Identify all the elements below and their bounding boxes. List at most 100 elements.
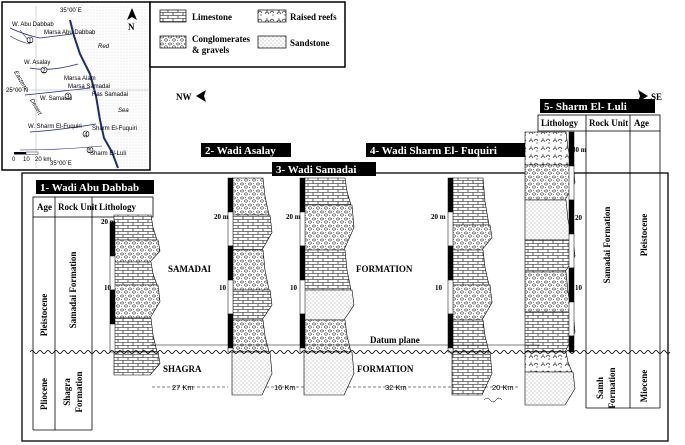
layer-s2-5 [231, 351, 273, 396]
section-title-asalay: 2- Wadi Asalay [205, 145, 276, 157]
unconformity-line [29, 350, 671, 354]
tick-s5-10: 10 [575, 284, 583, 292]
direction-nw: NW [176, 92, 192, 102]
wadi-abu-dabbab-line [9, 27, 73, 39]
lithologic-columns [109, 131, 576, 406]
left-unit-shagra-formation: Formation [74, 372, 84, 413]
north-arrow-icon [127, 8, 137, 20]
layer-s3-5 [303, 351, 355, 396]
section-title-abu-dabbab: 1- Wadi Abu Dabbab [40, 182, 139, 194]
layer-s5-1 [524, 164, 576, 201]
scale-bar-s5 [568, 165, 575, 201]
legend-raised-reefs-label: Raised reefs [290, 12, 337, 22]
lithology-legend: Limestone Raised reefs Conglomerates & g… [159, 9, 337, 55]
label-formation-lower: FORMATION [357, 364, 414, 374]
left-unit-samadai: Samadai Formation [68, 252, 78, 329]
layer-s4-4 [451, 319, 490, 353]
layer-s3-0 [303, 177, 352, 206]
distance-2: 16 Km [274, 383, 296, 392]
scale-bar-s5 [568, 199, 575, 235]
site-number-3: 3 [66, 94, 70, 100]
right-age-miocene: Miocene [639, 370, 649, 402]
layer-s1-3 [113, 284, 161, 319]
scale-bar-s3 [299, 347, 306, 353]
datum-plane-label: Datum plane [370, 335, 420, 345]
scale-bar-s3 [299, 245, 306, 281]
layer-s5-7 [524, 371, 576, 406]
layer-s3-3 [303, 289, 355, 321]
layer-s4-5 [451, 351, 493, 396]
scale-label-10: 10 [23, 157, 30, 163]
scale-bar-s2 [227, 245, 234, 281]
layer-s4-1 [451, 224, 493, 251]
scale-bar-s3 [299, 313, 306, 349]
layer-s4-0 [451, 177, 490, 226]
location-map: N 35°00´E 35°00´E 25°00´N Red Sea Easter… [1, 1, 346, 171]
left-stratigraphy-table: Age Rock Unit Lithology Pleistocene Plio… [32, 196, 154, 431]
legend-raised-reefs-swatch [257, 9, 287, 23]
layer-s5-3 [524, 239, 576, 273]
distance-markers: 27 Km 16 Km 32 Km 20 Km [152, 383, 520, 403]
legend-limestone-swatch [159, 9, 187, 23]
scale-bar-s3 [299, 211, 306, 247]
tick-s3-20m: 20 m [286, 213, 301, 221]
layer-s1-5 [113, 351, 161, 376]
right-unit-samh: Samh [595, 377, 605, 399]
scale-bar-s5 [568, 335, 575, 353]
layer-s1-1 [113, 239, 161, 263]
section-title-fuquiri: 4- Wadi Sharm El- Fuquiri [370, 145, 497, 157]
scale-bar-s4 [447, 313, 454, 349]
tick-s4-20m: 20 m [431, 213, 446, 221]
left-header-lithology: Lithology [99, 202, 137, 212]
scale-bar-s1 [109, 289, 116, 325]
tick-s5-30m: 30 m [572, 146, 587, 154]
scale-bar-s1 [109, 323, 116, 353]
map-place-w-sharm-el-fuquiri: W. Sharm El-Fuquiri [28, 124, 82, 130]
tick-s1-20m: 20 m [101, 218, 116, 226]
red-sea-area [70, 6, 148, 168]
scale-label-0: 0 [12, 157, 16, 163]
north-label: N [128, 22, 135, 32]
right-unit-samadai: Samadai Formation [602, 207, 612, 284]
label-samadai: SAMADAI [168, 264, 211, 274]
map-place-w-samadai: W. Samadai [40, 96, 72, 102]
layer-s4-3 [451, 284, 493, 321]
legend-gravels-label: & gravels [192, 45, 230, 55]
map-place-marsa-samadai: Marsa Samadai [68, 84, 110, 90]
distance-4: 20 Km [492, 383, 514, 392]
left-unit-shagra: Shagra [62, 378, 72, 406]
layer-s1-2 [113, 261, 158, 286]
layer-s2-0 [231, 177, 270, 216]
right-stratigraphy-table: Lithology Rock Unit Age Samadai Formatio… [537, 114, 661, 409]
tick-s3-10: 10 [290, 284, 298, 292]
site-number-5: 5 [88, 148, 92, 154]
layer-s3-2 [303, 249, 352, 291]
header-bg-s1 [36, 180, 154, 194]
legend-sandstone-label: Sandstone [290, 38, 330, 48]
section-title-samadai: 3- Wadi Samadai [276, 164, 357, 176]
right-age-pleistocene: Pleistocene [639, 214, 649, 256]
map-place-sharm-el-fuquiri: Sharm El-Fuquiri [92, 126, 137, 132]
map-scale-bar: 0 10 20 km [12, 151, 51, 163]
scale-bar-s3 [299, 279, 306, 315]
scale-bar-s5 [568, 233, 575, 269]
header-bg-s4 [366, 143, 526, 157]
scale-bar-s4 [447, 245, 454, 281]
map-place-w-abu-dabbab: W. Abu Dabbab [12, 22, 54, 28]
site-number-2: 2 [42, 68, 46, 74]
scale-bar-s2 [227, 347, 234, 353]
layer-s2-4 [231, 319, 270, 353]
legend-conglomerates-label: Conglomerates [192, 34, 250, 44]
label-formation-upper: FORMATION [356, 264, 413, 274]
layer-s5-4 [524, 271, 573, 313]
right-header-rock-unit: Rock Unit [589, 118, 628, 128]
scale-bar-s1 [109, 221, 116, 257]
map-place-sharm-el-luli: Sharm El-Luli [90, 151, 126, 157]
section-title-luli: 5- Sharm El- Luli [544, 101, 627, 113]
scale-bar-s5 [568, 267, 575, 303]
scale-label-20: 20 km [35, 157, 51, 163]
wadi-luli-line [19, 145, 103, 151]
scale-bar-s4 [447, 211, 454, 247]
scale-bar-s5 [568, 301, 575, 337]
